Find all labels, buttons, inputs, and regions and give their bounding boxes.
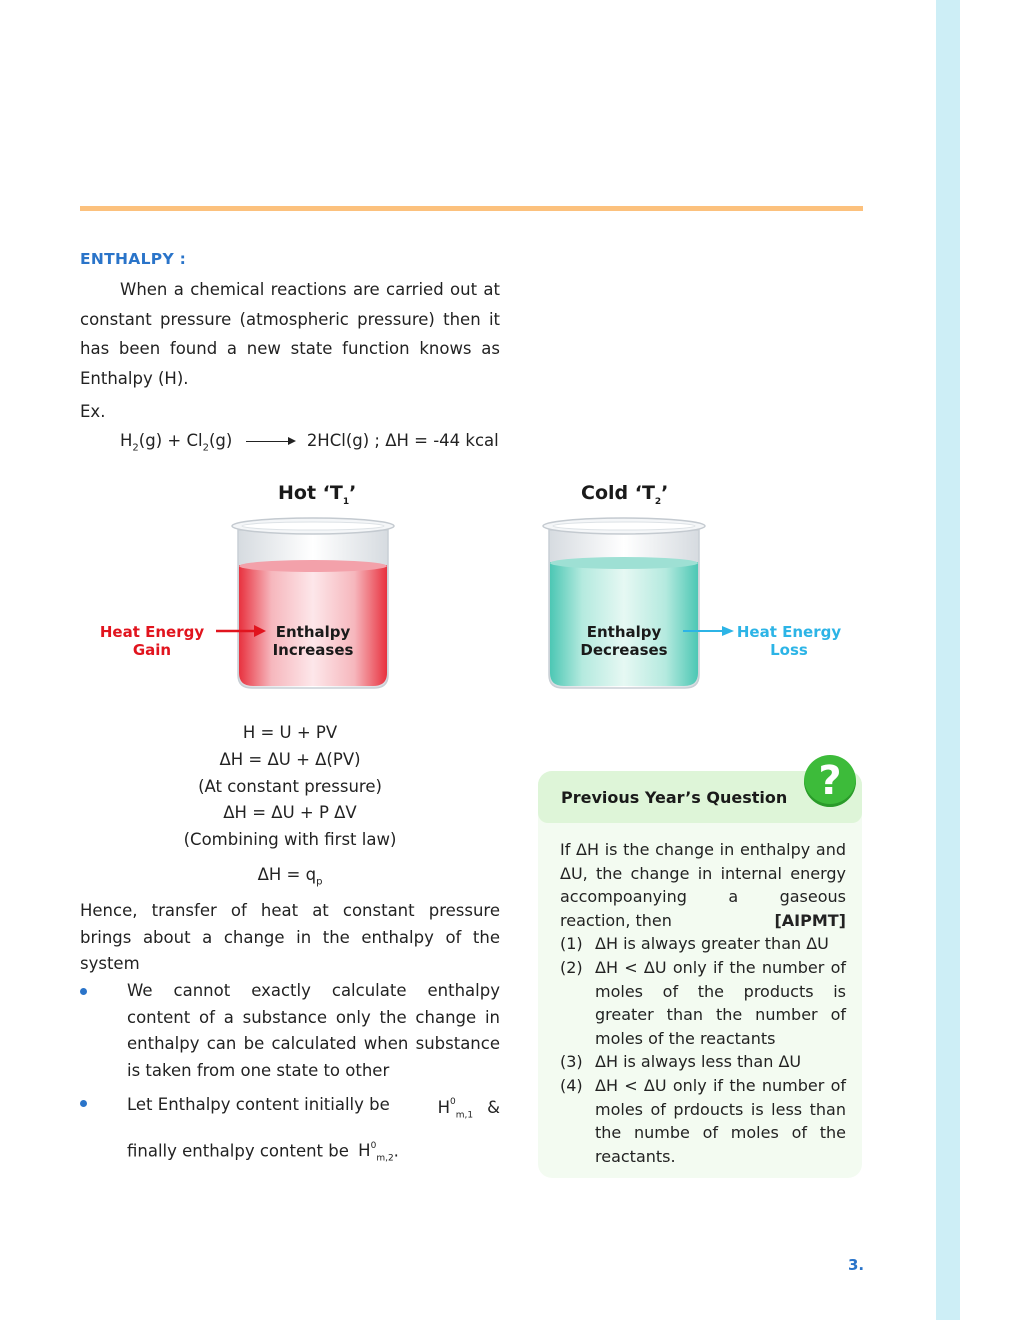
pyq-body: If ΔH is the change in enthalpy and ΔU, … [560,838,846,1168]
equation-5-note: (Combining with first law) [183,830,397,849]
pyq-question: If ΔH is the change in enthalpy and ΔU, … [560,838,846,932]
heat-gain-label-1: Heat Energy [100,623,204,641]
hot-beaker [231,517,395,689]
conclusion-paragraph: Hence, transfer of heat at constant pres… [80,901,500,973]
enthalpy-beakers-figure: Enthalpy Increases Enthalpy Decreases He… [100,517,841,689]
bullet-item-2: Let Enthalpy content initially be H0m,1&… [80,1088,500,1176]
pyq-option-1: (1)ΔH is always greater than ΔU [560,934,829,954]
equation-3-note: (At constant pressure) [198,777,382,796]
equation-2: ΔH = ΔU + Δ(PV) [219,750,361,769]
reaction-equation: H2(g) + Cl2(g) 2HCl(g) ; ΔH = -44 kcal [120,431,499,454]
exam-tag: [AIPMT] [774,910,846,930]
heat-loss-label-1: Heat Energy [737,623,841,641]
side-color-strip [936,0,960,1320]
heat-loss-label-2: Loss [770,641,808,659]
bullet-dot [80,1100,87,1107]
bullet-dot [80,988,87,995]
hot-inner-label-2: Increases [273,641,354,659]
heat-gain-arrow [216,625,266,637]
previous-year-question-box: Previous Year’s Question ? If ΔH is the … [538,755,862,1178]
heat-loss-arrow [683,626,734,636]
top-divider [80,206,863,211]
bullet-list: We cannot exactly calculate enthalpy con… [80,978,500,1176]
example-label: Ex. [80,402,106,421]
reaction-arrow [245,437,296,444]
cold-inner-label-1: Enthalpy [587,623,662,641]
hot-beaker-title: Hot ‘T1’ [278,482,357,507]
bullet-item-1: We cannot exactly calculate enthalpy con… [80,978,500,1084]
enthalpy-symbol-initial: H0m,1 [437,1097,474,1120]
cold-beaker-title: Cold ‘T2’ [581,482,669,507]
section-heading: ENTHALPY : [80,250,187,268]
pyq-option-2: (2)ΔH < ΔU only if the number of moles o… [560,957,846,1048]
cold-inner-label-2: Decreases [580,641,667,659]
equation-6: ΔH = qp [257,865,323,888]
question-mark-icon: ? [804,755,856,807]
cold-beaker [542,517,706,689]
pyq-title: Previous Year’s Question [561,788,788,807]
enthalpy-symbol-final: H0m,2 [358,1140,394,1164]
pyq-option-4: (4)ΔH < ΔU only if the number of moles o… [560,1075,846,1166]
heat-gain-label-2: Gain [133,641,171,659]
hot-inner-label-1: Enthalpy [276,623,351,641]
intro-paragraph: When a chemical reactions are carried ou… [80,280,500,388]
equation-4: ΔH = ΔU + P ΔV [223,803,357,822]
pyq-option-3: (3)ΔH is always less than ΔU [560,1052,802,1072]
page-number: 3. [848,1256,865,1274]
equation-1: H = U + PV [242,723,338,742]
